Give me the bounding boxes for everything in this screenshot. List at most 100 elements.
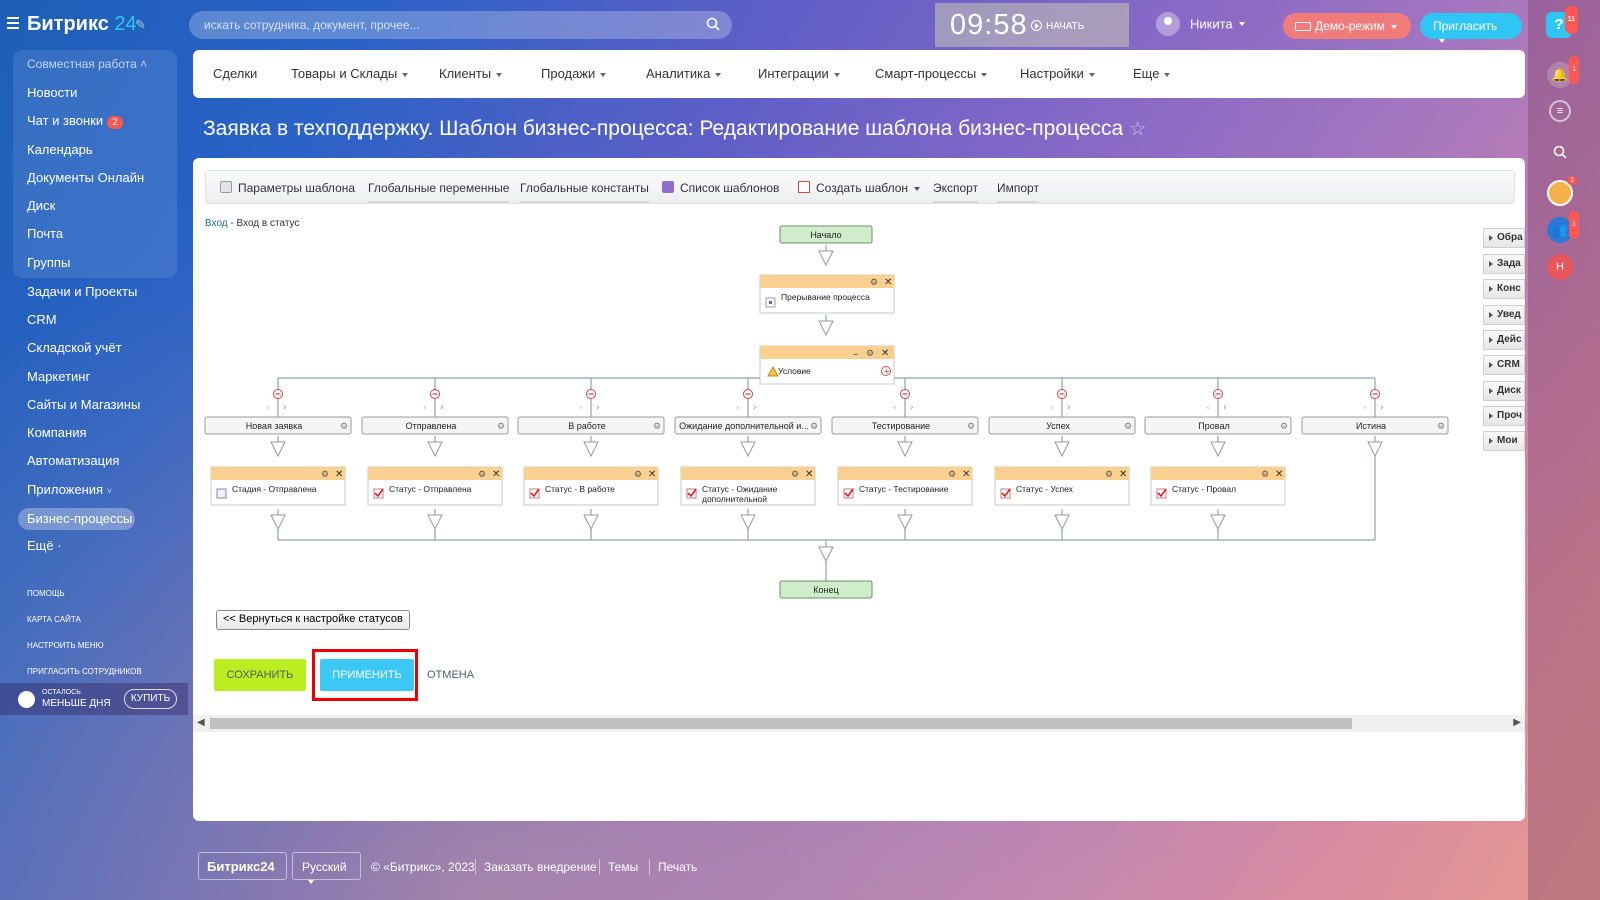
close-icon: ✕ <box>805 469 813 480</box>
print-link[interactable]: Печать <box>658 860 698 874</box>
sidebar-group-title[interactable]: Совместная работа ˄ <box>27 57 148 71</box>
tab-deals[interactable]: Сделки <box>213 66 258 81</box>
sidebar-item-crm[interactable]: CRM <box>27 312 57 327</box>
activity-tab-4[interactable]: Дейс <box>1483 330 1525 350</box>
move-left-icon: ‹ <box>893 403 897 413</box>
activity-tab-5[interactable]: CRM <box>1483 355 1525 375</box>
chevron-down-icon <box>914 186 921 191</box>
branch-2-flow-a-arrow <box>583 441 599 458</box>
search-icon[interactable] <box>1547 139 1573 165</box>
scroll-left-icon[interactable]: ◀ <box>197 717 205 728</box>
sidebar-item-groups[interactable]: Группы <box>27 255 71 270</box>
tab-sales[interactable]: Продажи <box>541 66 607 81</box>
sidebar-item-more[interactable]: Ещё · <box>27 538 62 553</box>
sidebar-link-help[interactable]: ПОМОЩЬ <box>27 589 65 598</box>
menu-burger-icon[interactable] <box>7 17 19 29</box>
template-params-button[interactable]: Параметры шаблона <box>220 181 355 195</box>
order-implementation-link[interactable]: Заказать внедрение <box>484 860 597 874</box>
tab-clients[interactable]: Клиенты <box>439 66 503 81</box>
sidebar-link-invite[interactable]: ПРИГЛАСИТЬ СОТРУДНИКОВ <box>27 667 142 676</box>
footer-logo[interactable]: Битрикс24 <box>198 852 287 880</box>
themes-link[interactable]: Темы <box>608 860 639 874</box>
logo[interactable]: Битрикс 24 <box>27 13 137 35</box>
import-button[interactable]: Импорт <box>997 181 1039 203</box>
checkbox-icon <box>1156 488 1167 499</box>
sidebar-item-mail[interactable]: Почта <box>27 226 64 241</box>
scroll-right-icon[interactable]: ▶ <box>1513 717 1521 728</box>
language-select[interactable]: Русский <box>292 852 361 884</box>
activity-tab-7[interactable]: Проч <box>1483 406 1525 426</box>
template-list-button[interactable]: Список шаблонов <box>662 181 779 195</box>
tab-settings[interactable]: Настройки <box>1020 66 1095 81</box>
activity-tab-2[interactable]: Конс <box>1483 279 1525 299</box>
sidebar-link-sitemap[interactable]: КАРТА САЙТА <box>27 615 81 624</box>
check-icon <box>687 488 697 498</box>
tab-more[interactable]: Еще <box>1133 66 1171 81</box>
notifications-bell-icon[interactable]: 🔔1 <box>1547 56 1579 88</box>
gear-icon: ⚙ <box>321 470 329 480</box>
contact-avatar[interactable]: 1 <box>1547 176 1577 206</box>
horizontal-scrollbar[interactable]: ◀ ▶ <box>193 715 1525 732</box>
branch-0-label: Новая заявка <box>246 421 303 431</box>
global-variables-button[interactable]: Глобальные переменные <box>368 181 510 203</box>
sidebar-item-marketing[interactable]: Маркетинг <box>27 369 91 384</box>
buy-button[interactable]: КУПИТЬ <box>124 689 177 709</box>
group-chat-icon[interactable]: 👥1 <box>1547 211 1579 243</box>
tab-analytics[interactable]: Аналитика <box>646 66 722 81</box>
start-day-button[interactable]: НАЧАТЬ <box>1031 20 1084 32</box>
invite-button[interactable]: Пригласить <box>1420 13 1522 43</box>
sidebar-item-apps[interactable]: Приложения ˅ <box>27 482 112 497</box>
demo-mode-button[interactable]: Демо-режим <box>1283 13 1411 39</box>
top-bar: Битрикс 24 ✎ искать сотрудника, документ… <box>0 0 1600 50</box>
move-right-icon: › <box>440 403 444 413</box>
search-icon[interactable] <box>706 17 720 31</box>
activity-tab-3[interactable]: Увед <box>1483 305 1525 325</box>
sidebar-item-company[interactable]: Компания <box>27 425 87 440</box>
create-template-button[interactable]: Создать шаблон <box>798 181 921 195</box>
activity-tab-1[interactable]: Зада <box>1483 254 1525 274</box>
chat-icon[interactable]: ≡ <box>1549 100 1571 122</box>
back-to-statuses-button[interactable]: << Вернуться к настройке статусов <box>216 610 410 630</box>
sidebar-item-documents[interactable]: Документы Онлайн <box>27 170 145 185</box>
branch-3-label: Ожидание дополнительной и... <box>679 421 809 431</box>
save-button[interactable]: СОХРАНИТЬ <box>214 659 306 691</box>
tab-products[interactable]: Товары и Склады <box>291 66 409 81</box>
apply-button[interactable]: ПРИМЕНИТЬ <box>320 659 414 691</box>
move-left-icon: ‹ <box>266 403 270 413</box>
sidebar-item-tasks[interactable]: Задачи и Проекты <box>27 284 138 299</box>
move-left-icon: ‹ <box>423 403 427 413</box>
search-input[interactable]: искать сотрудника, документ, прочее... <box>189 11 732 39</box>
close-icon: ✕ <box>881 348 889 359</box>
sidebar-item-automation[interactable]: Автоматизация <box>27 453 120 468</box>
sidebar-item-calendar[interactable]: Календарь <box>27 142 93 157</box>
chevron-down-icon <box>600 72 607 77</box>
activity-tab-0[interactable]: Обра <box>1483 228 1525 248</box>
help-button[interactable]: ?11 <box>1546 6 1578 38</box>
export-button[interactable]: Экспорт <box>933 181 979 203</box>
branch-7-label: Истина <box>1356 421 1386 431</box>
scrollbar-thumb[interactable] <box>210 718 1352 729</box>
end-node <box>779 580 873 599</box>
favorite-star-icon[interactable]: ☆ <box>1129 119 1147 140</box>
move-right-icon: › <box>1380 403 1384 413</box>
user-avatar[interactable]: Н <box>1547 254 1573 280</box>
sidebar-item-disk[interactable]: Диск <box>27 198 56 213</box>
sidebar-item-news[interactable]: Новости <box>27 85 78 100</box>
edit-logo-icon[interactable]: ✎ <box>135 17 146 32</box>
sidebar-item-sites[interactable]: Сайты и Магазины <box>27 397 141 412</box>
sidebar-item-inventory[interactable]: Складской учёт <box>27 340 122 355</box>
tab-integrations[interactable]: Интеграции <box>758 66 840 81</box>
activity-tab-8[interactable]: Мои <box>1483 431 1525 451</box>
cancel-button[interactable]: ОТМЕНА <box>427 669 475 681</box>
breadcrumb-root-link[interactable]: Вход <box>205 218 228 229</box>
activity-tab-6[interactable]: Диск <box>1483 381 1525 401</box>
close-icon: ✕ <box>492 469 500 480</box>
sidebar-link-configure-menu[interactable]: НАСТРОИТЬ МЕНЮ <box>27 641 104 650</box>
sidebar-item-business-processes[interactable]: Бизнес-процессы <box>27 511 133 526</box>
gear-icon: ⚙ <box>866 349 874 359</box>
work-day-widget[interactable]: 09:58 НАЧАТЬ <box>935 3 1129 47</box>
global-constants-button[interactable]: Глобальные константы <box>520 181 649 203</box>
tab-smart-processes[interactable]: Смарт-процессы <box>875 66 988 81</box>
user-menu[interactable]: Никита <box>1156 12 1245 36</box>
